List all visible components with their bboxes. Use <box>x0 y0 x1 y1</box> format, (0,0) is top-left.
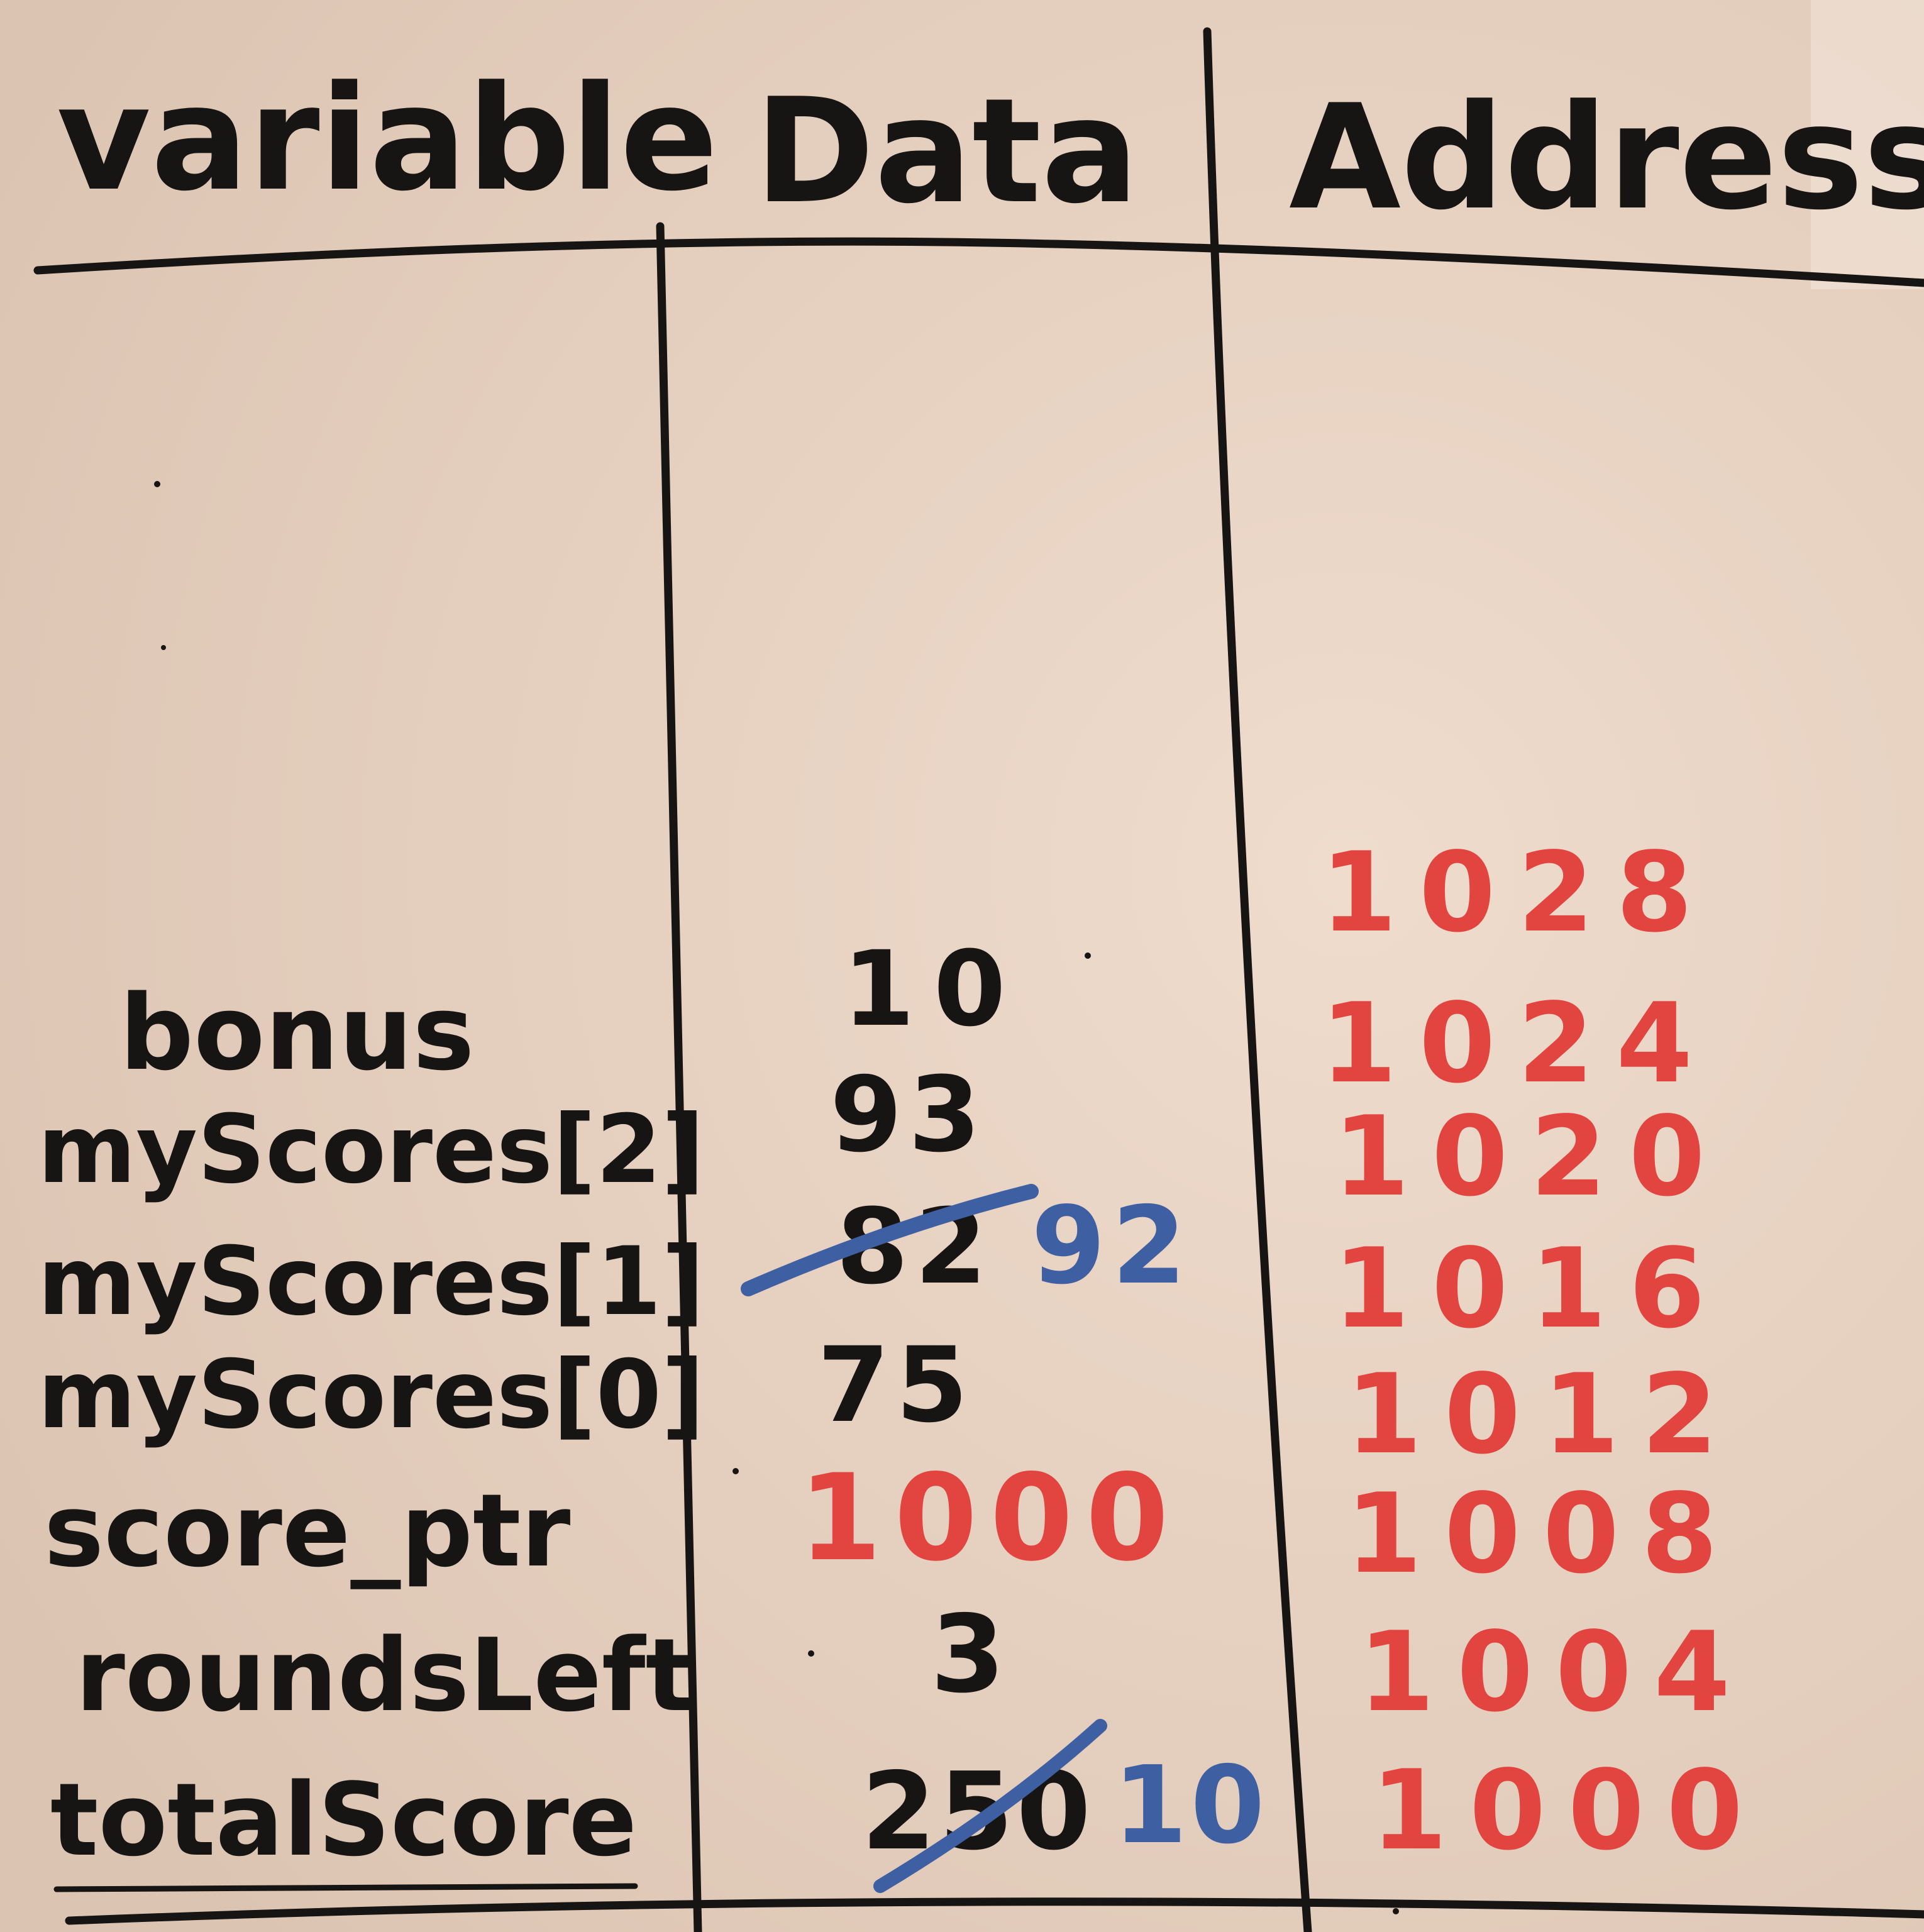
address-cell: 1000 <box>1371 1747 1765 1875</box>
variable-cell: totalScore <box>50 1761 637 1879</box>
data-cell: 1000 <box>799 1449 1181 1587</box>
board-speck <box>154 481 160 487</box>
board-speck <box>808 1650 814 1657</box>
column-divider-right <box>1203 27 1312 1932</box>
data-correction: 10 <box>1113 1743 1268 1868</box>
variable-cell: myScores[2] <box>38 1095 705 1205</box>
address-extra: 1028 <box>1320 829 1715 957</box>
address-cell: 1020 <box>1333 1093 1727 1221</box>
board-speck <box>1393 1908 1399 1914</box>
variable-cell: roundsLeft <box>75 1616 694 1734</box>
strike-through-mark <box>741 1184 1039 1296</box>
address-cell: 1016 <box>1333 1225 1727 1353</box>
address-cell: 1004 <box>1358 1609 1752 1736</box>
variable-cell: bonus <box>119 973 475 1093</box>
column-divider-left <box>656 222 702 1932</box>
board-glare <box>1811 0 1924 289</box>
address-cell: 1008 <box>1346 1471 1740 1598</box>
header-divider-line <box>33 237 1924 287</box>
variable-cell: myScores[0] <box>38 1340 705 1450</box>
bottom-line <box>65 1897 1924 1925</box>
data-correction: 92 <box>1031 1184 1193 1308</box>
data-cell: 10 <box>843 929 1025 1049</box>
address-cell: 1024 <box>1320 980 1715 1108</box>
variable-cell: score_ptr <box>44 1472 570 1589</box>
underline-total <box>53 1883 638 1892</box>
header-data: Data <box>755 68 1139 236</box>
board-speck <box>161 645 166 650</box>
address-cell: 1012 <box>1346 1351 1740 1479</box>
data-cell: 75 <box>817 1325 975 1445</box>
data-cell: 93 <box>830 1054 987 1175</box>
data-cell: 3 <box>931 1593 1005 1717</box>
header-address: Address <box>1289 74 1924 242</box>
header-variable: variable <box>57 55 718 223</box>
variable-cell: myScores[1] <box>38 1227 705 1337</box>
board-speck <box>733 1468 739 1474</box>
board-speck <box>1085 952 1091 959</box>
strike-through-mark <box>873 1719 1107 1893</box>
